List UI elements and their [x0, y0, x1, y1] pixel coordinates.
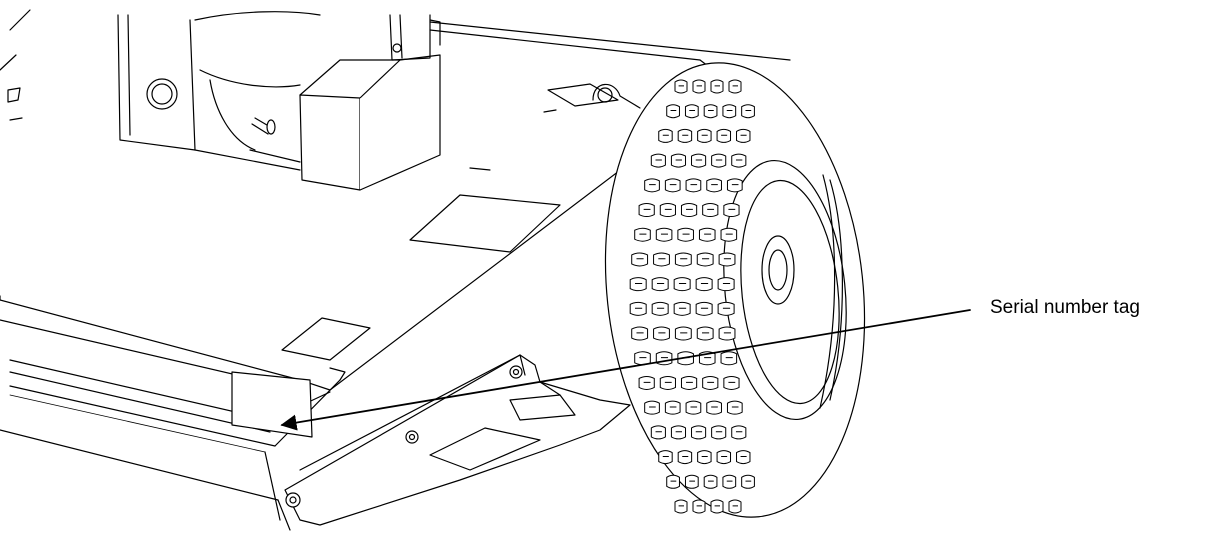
tread-block: [666, 474, 680, 489]
callout-arrow: [280, 309, 971, 431]
tread-block: [680, 375, 698, 390]
serial-tag-plate: [231, 371, 313, 438]
tread-block: [677, 128, 693, 143]
tread-block: [684, 104, 699, 119]
tread-block: [702, 375, 719, 390]
tread-block: [741, 104, 755, 119]
tread-block: [692, 499, 706, 514]
tread-block: [664, 178, 681, 193]
tread-block: [722, 104, 737, 119]
tread-block: [629, 277, 647, 292]
tread-block: [703, 104, 718, 119]
tread-block: [631, 326, 649, 341]
tread-block: [674, 326, 692, 341]
tread-block: [673, 301, 691, 316]
tread-block: [695, 277, 713, 292]
tread-block: [638, 203, 655, 218]
tread-block: [673, 277, 691, 292]
engine-housing: [117, 11, 441, 191]
tread-block: [677, 450, 693, 465]
tread-block: [674, 252, 692, 267]
tread-block: [706, 178, 722, 193]
tread-block: [677, 227, 694, 242]
tread-block: [664, 400, 681, 415]
tread-block: [736, 450, 751, 465]
deck-decals: [281, 83, 641, 361]
tread-block: [731, 153, 747, 168]
tread-block: [731, 425, 747, 440]
pointer-arrow-icon: [280, 309, 971, 431]
tread-block: [634, 227, 651, 242]
tread-block: [711, 425, 727, 440]
hitch-bracket: [284, 354, 631, 526]
tread-block: [718, 252, 736, 267]
tread-block: [651, 277, 669, 292]
tread-block: [659, 203, 676, 218]
tread-block: [697, 128, 712, 143]
tread-block: [644, 400, 660, 415]
tread-block: [728, 79, 742, 94]
tread-block: [710, 79, 724, 94]
callout-label: Serial number tag: [990, 297, 1140, 318]
tread-block: [655, 227, 673, 242]
tire-tread-pattern: [629, 79, 755, 514]
tread-block: [717, 277, 735, 292]
tread-block: [702, 203, 719, 218]
tread-block: [644, 178, 660, 193]
tread-block: [653, 252, 670, 267]
tread-block: [692, 79, 706, 94]
tread-block: [718, 326, 736, 341]
tread-block: [723, 203, 740, 218]
tread-block: [722, 474, 737, 489]
tread-block: [698, 227, 716, 242]
tread-block: [720, 227, 738, 242]
tread-block: [696, 326, 714, 341]
tread-block: [674, 499, 688, 514]
tread-block: [666, 104, 680, 119]
tread-block: [706, 400, 722, 415]
tread-block: [716, 450, 732, 465]
tread-block: [658, 128, 673, 143]
tread-block: [691, 425, 707, 440]
tread-block: [631, 252, 649, 267]
tread-block: [680, 203, 698, 218]
tread-block: [634, 351, 651, 366]
tread-block: [650, 425, 666, 440]
tread-block: [684, 474, 699, 489]
tread-block: [670, 153, 687, 168]
tread-block: [695, 301, 713, 316]
tread-block: [720, 351, 738, 366]
tread-block: [685, 400, 702, 415]
tread-block: [651, 301, 669, 316]
tread-block: [726, 178, 743, 193]
tread-block: [659, 375, 676, 390]
tread-block: [658, 450, 673, 465]
tread-block: [638, 375, 655, 390]
tread-block: [741, 474, 755, 489]
tread-block: [685, 178, 702, 193]
tread-block: [691, 153, 707, 168]
tread-block: [728, 499, 742, 514]
tread-block: [697, 450, 712, 465]
tread-block: [696, 252, 714, 267]
tread-block: [726, 400, 743, 415]
tread-block: [674, 79, 688, 94]
tread-block: [653, 326, 670, 341]
tread-block: [716, 128, 732, 143]
tread-block: [703, 474, 718, 489]
tire: [604, 62, 866, 518]
tread-block: [711, 153, 727, 168]
tread-block: [670, 425, 687, 440]
tread-block: [710, 499, 724, 514]
tread-block: [736, 128, 751, 143]
tread-block: [723, 375, 740, 390]
tread-block: [717, 301, 735, 316]
tread-block: [629, 301, 647, 316]
tread-block: [650, 153, 666, 168]
